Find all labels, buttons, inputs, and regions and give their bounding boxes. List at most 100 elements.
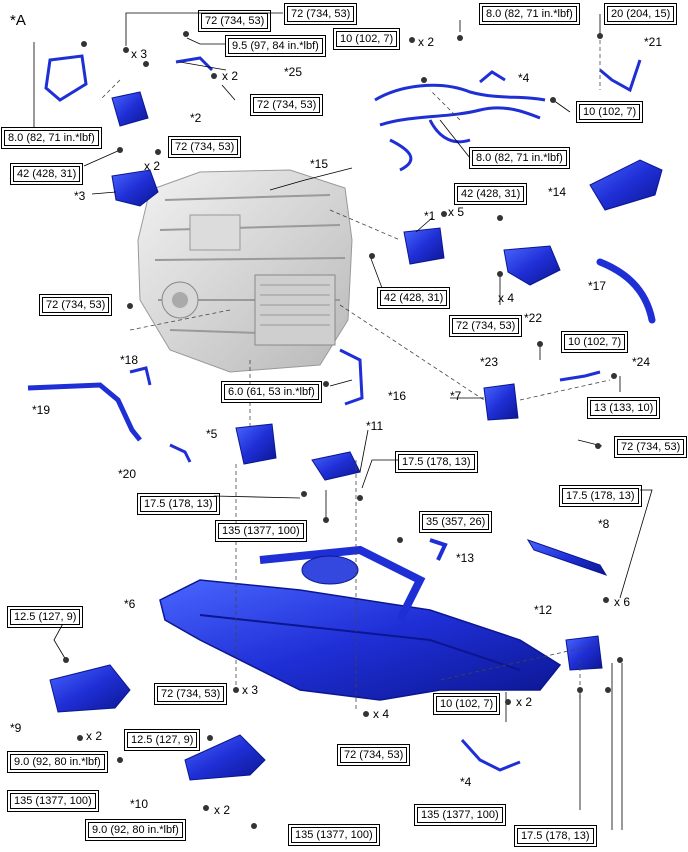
part-label-17: *17 <box>588 279 607 293</box>
torque-callout: 9.5 (97, 84 in.*lbf) <box>225 35 326 57</box>
qty-count: x 2 <box>516 695 533 709</box>
part-label-6: *6 <box>124 597 136 611</box>
part-label-1: *1 <box>424 209 436 223</box>
torque-callout: 135 (1377, 100) <box>7 790 99 812</box>
part-label-14: *14 <box>548 185 567 199</box>
torque-callout: 8.0 (82, 71 in.*lbf) <box>469 147 570 169</box>
mount-5 <box>235 423 277 465</box>
qty-count: x 2 <box>86 729 103 743</box>
part-label-3: *3 <box>74 189 86 203</box>
wire-harness-4-top <box>374 59 642 172</box>
brace-8 <box>526 539 608 576</box>
mount-1 <box>403 227 445 265</box>
torque-callout: 10 (102, 7) <box>332 28 401 50</box>
torque-callout: 20 (204, 15) <box>603 3 678 25</box>
engine-assembly <box>137 169 353 373</box>
torque-callout: 135 (1377, 100) <box>414 804 506 826</box>
clamp-20 <box>169 443 192 463</box>
qty-count: x 6 <box>614 595 631 609</box>
torque-callout: 72 (734, 53) <box>38 294 113 316</box>
mount-7 <box>483 383 519 421</box>
engine-mount-2 <box>44 54 214 127</box>
torque-callout: 72 (734, 53) <box>283 3 358 25</box>
cover-14 <box>589 159 663 211</box>
qty-count: x 3 <box>131 47 148 61</box>
qty-count: x 4 <box>373 707 390 721</box>
torque-callout: 42 (428, 31) <box>376 287 451 309</box>
part-label-13: *13 <box>456 551 475 565</box>
mount-12 <box>565 635 603 671</box>
torque-callout: 10 (102, 7) <box>560 331 629 353</box>
torque-callout: 72 (734, 53) <box>336 744 411 766</box>
torque-callout: 72 (734, 53) <box>153 683 228 705</box>
bracket-10 <box>184 734 266 781</box>
torque-callout: 42 (428, 31) <box>9 163 84 185</box>
torque-callout: 13 (133, 10) <box>586 397 661 419</box>
torque-callout: 17.5 (178, 13) <box>514 825 597 847</box>
qty-count: x 2 <box>222 69 239 83</box>
part-label-7: *7 <box>450 389 462 403</box>
qty-count: x 5 <box>448 205 465 219</box>
torque-callout: 72 (734, 53) <box>249 94 324 116</box>
part-label-10: *10 <box>130 797 149 811</box>
torque-callout: 9.0 (92, 80 in.*lbf) <box>7 751 108 773</box>
part-label-18: *18 <box>120 353 139 367</box>
wire-harness-4-bottom <box>460 738 521 772</box>
part-label-12: *12 <box>534 603 553 617</box>
diagram-title: *A <box>10 12 26 29</box>
part-label-25: *25 <box>284 65 303 79</box>
torque-callout: 135 (1377, 100) <box>288 824 380 846</box>
part-label-21: *21 <box>644 35 663 49</box>
part-label-22: *22 <box>524 311 543 325</box>
qty-count: x 2 <box>418 35 435 49</box>
bracket-22 <box>503 245 561 286</box>
part-label-11: *11 <box>366 419 384 433</box>
torque-callout: 42 (428, 31) <box>453 183 528 205</box>
torque-callout: 17.5 (178, 13) <box>395 451 478 473</box>
part-label-16: *16 <box>388 389 407 403</box>
pipe-17 <box>596 258 656 324</box>
torque-callout: 12.5 (127, 9) <box>6 606 84 628</box>
torque-callout: 72 (734, 53) <box>167 136 242 158</box>
part-label-5: *5 <box>206 427 218 441</box>
torque-callout: 35 (357, 26) <box>418 511 493 533</box>
torque-callout: 135 (1377, 100) <box>215 520 307 542</box>
part-label-8: *8 <box>598 517 610 531</box>
part-label-2: *2 <box>190 111 202 125</box>
qty-count: x 4 <box>498 291 515 305</box>
torque-callout: 6.0 (61, 53 in.*lbf) <box>221 381 322 403</box>
torque-callout: 10 (102, 7) <box>432 693 501 715</box>
part-label-24: *24 <box>632 355 651 369</box>
bolts <box>63 31 623 829</box>
part-label-4a: *4 <box>518 71 530 85</box>
torque-callout: 17.5 (178, 13) <box>559 485 642 507</box>
torque-callout: 72 (734, 53) <box>448 315 523 337</box>
qty-count: x 2 <box>214 803 231 817</box>
qty-count: x 3 <box>242 683 259 697</box>
part-24 <box>559 370 601 382</box>
bracket-11 <box>311 451 361 481</box>
bracket-3 <box>111 169 159 207</box>
bracket-16 <box>339 348 364 406</box>
part-label-9: *9 <box>10 721 22 735</box>
torque-callout: 72 (734, 53) <box>613 436 688 458</box>
torque-callout: 10 (102, 7) <box>575 101 644 123</box>
part-label-23: *23 <box>480 355 499 369</box>
part-label-20: *20 <box>118 467 137 481</box>
part-label-15: *15 <box>310 157 329 171</box>
reference-lines <box>99 40 611 710</box>
torque-callout: 8.0 (82, 71 in.*lbf) <box>479 3 580 25</box>
qty-count: x 2 <box>144 159 161 173</box>
clamp-18 <box>129 366 152 386</box>
bracket-9 <box>49 664 131 713</box>
torque-callout: 17.5 (178, 13) <box>137 493 220 515</box>
part-label-4b: *4 <box>460 775 472 789</box>
torque-callout: 8.0 (82, 71 in.*lbf) <box>1 127 102 149</box>
part-13 <box>429 538 448 561</box>
part-label-19: *19 <box>32 403 51 417</box>
torque-callout: 72 (734, 53) <box>197 10 272 32</box>
torque-callout: 12.5 (127, 9) <box>123 729 201 751</box>
hose-19 <box>27 382 142 442</box>
